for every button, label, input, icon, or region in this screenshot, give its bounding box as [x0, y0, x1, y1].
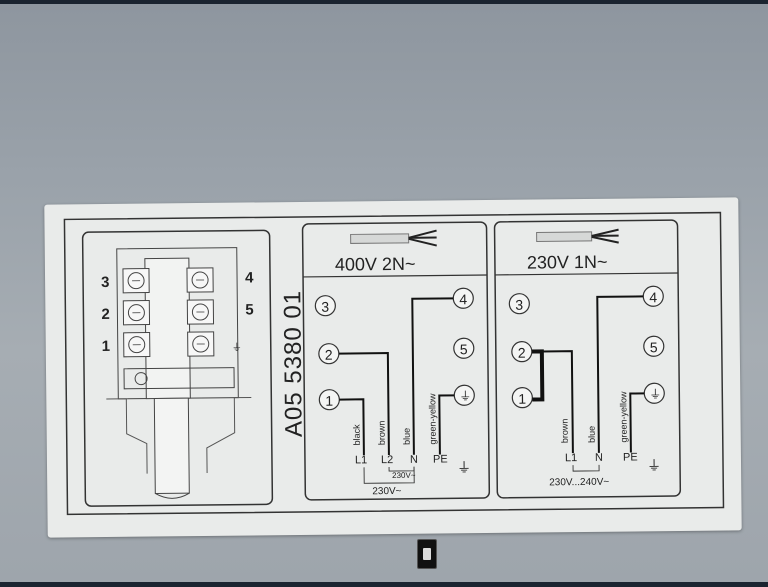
wire-label-blue: blue	[402, 428, 412, 445]
panel-400v-title: 400V 2N~	[335, 254, 416, 275]
circle-3: 3	[321, 299, 329, 315]
voltage-outer-400v: 230V~	[372, 486, 401, 497]
panel-230v: 230V 1N~ 3 2 1 4 5 ⏚ brown blue	[493, 219, 682, 499]
voltage-230v: 230V...240V~	[549, 477, 609, 489]
ground-terminal-icon: ⏚	[649, 387, 661, 401]
terminal-l1: L1	[355, 454, 367, 466]
ground-terminal-icon: ⏚	[459, 389, 471, 403]
terminal-l1: L1	[565, 452, 577, 464]
terminal-n: N	[595, 452, 603, 464]
wiring-diagram-sticker: 3 2 1 4 5 ⏚ A05 5380 01 400	[44, 197, 742, 538]
circle-1: 1	[325, 393, 333, 409]
cable-icon	[536, 228, 619, 244]
wire-label-green-yellow: green-yellow	[427, 393, 438, 445]
earth-symbol-icon: ⏚	[457, 459, 471, 475]
wiring-diagram: 3 2 1 4 5 ⏚ A05 5380 01 400	[63, 211, 725, 516]
scroll-indicator-icon[interactable]	[417, 539, 437, 569]
cooktop-surface: 3 2 1 4 5 ⏚ A05 5380 01 400	[0, 4, 768, 582]
terminal-pe: PE	[433, 453, 448, 465]
ground-symbol-icon: ⏚	[232, 342, 242, 354]
wire-label-brown: brown	[560, 419, 570, 444]
terminal-pe: PE	[623, 451, 638, 463]
terminal-number-1: 1	[102, 338, 111, 355]
circle-1: 1	[518, 391, 526, 407]
terminal-n: N	[410, 454, 418, 466]
wire-label-brown: brown	[377, 421, 387, 446]
cable-icon	[350, 229, 437, 247]
terminal-block-panel: 3 2 1 4 5 ⏚	[81, 229, 274, 507]
terminal-number-4: 4	[245, 269, 254, 286]
terminal-number-2: 2	[101, 306, 110, 323]
circle-5: 5	[650, 339, 658, 355]
circle-4: 4	[649, 289, 657, 305]
terminal-l2: L2	[381, 454, 393, 466]
circle-5: 5	[460, 341, 468, 357]
circle-2: 2	[325, 347, 333, 363]
circle-2: 2	[518, 345, 526, 361]
terminal-number-3: 3	[101, 274, 110, 291]
terminal-number-5: 5	[245, 301, 254, 318]
panel-230v-title: 230V 1N~	[527, 252, 608, 273]
voltage-inner-400v: 230V~	[392, 471, 416, 480]
wire-label-green-yellow: green-yellow	[618, 391, 629, 443]
earth-symbol-icon: ⏚	[647, 457, 661, 473]
circle-3: 3	[515, 297, 523, 313]
wire-label-blue: blue	[587, 426, 597, 443]
wire-label-black: black	[352, 424, 362, 446]
panel-400v: 400V 2N~ 3 2 1 4 5 ⏚ bl	[301, 221, 491, 501]
circle-4: 4	[459, 291, 467, 307]
